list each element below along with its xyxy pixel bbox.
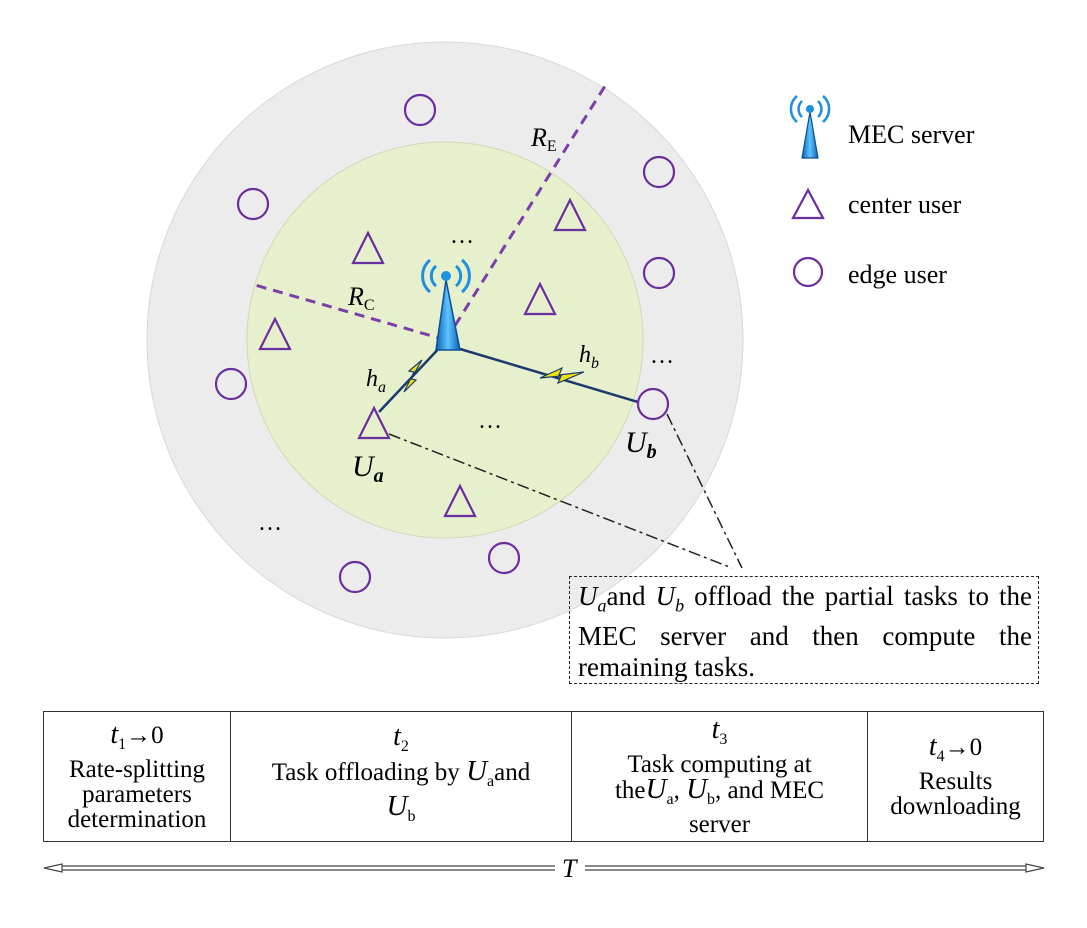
center-user-triangle-icon	[351, 230, 385, 265]
edge-user-circle-icon	[636, 387, 670, 421]
leader-line-ub	[666, 413, 743, 569]
legend: MEC server center user edge user	[789, 95, 975, 289]
legend-circle-icon	[792, 256, 824, 288]
phase-3-cell: t3 Task computing at theUa, Ub, and MEC …	[572, 712, 868, 841]
legend-center-label: center user	[848, 190, 962, 219]
channel-ha-label: ha	[366, 366, 386, 396]
link-to-ub	[449, 344, 639, 404]
phase-1-text: Rate-splitting parameters determination	[67, 755, 207, 833]
legend-triangle-icon	[791, 187, 825, 220]
center-user-triangle-icon	[357, 405, 391, 440]
edge-user-circle-icon	[338, 560, 372, 594]
phase-2-cell: t2 Task offloading by Uaand Ub	[231, 712, 572, 841]
channel-hb-label: hb	[579, 342, 599, 372]
ellipsis-bottom-left: …	[258, 510, 282, 536]
legend-tower-icon	[789, 95, 831, 159]
offload-note: Uaand Ub offload the partial tasks to th…	[569, 576, 1039, 684]
mec-server-tower-icon	[421, 258, 471, 351]
period-label: T	[562, 854, 578, 883]
edge-user-circle-icon	[403, 93, 437, 127]
edge-users	[214, 93, 676, 594]
ellipsis-middle: …	[478, 408, 502, 434]
user-ua-label: Ua	[352, 450, 384, 487]
period-arrow	[43, 863, 1045, 873]
edge-user-circle-icon	[487, 541, 521, 575]
timeline-table: t1→0 Rate-splitting parameters determina…	[43, 711, 1044, 842]
user-ub-label: Ub	[625, 426, 657, 463]
edge-user-circle-icon	[642, 256, 676, 290]
leader-line-ua	[388, 433, 733, 569]
center-users	[258, 197, 587, 518]
phase-4-cell: t4→0 Results downloading	[868, 712, 1043, 841]
lightning-bolt-a-icon	[403, 359, 423, 393]
note-text: offload the partial tasks to the MEC ser…	[578, 581, 1033, 683]
edge-user-circle-icon	[214, 367, 248, 401]
center-user-triangle-icon	[443, 483, 477, 518]
edge-user-circle-icon	[236, 187, 270, 221]
legend-server-label: MEC server	[848, 120, 975, 149]
ellipsis-right: …	[650, 343, 674, 369]
center-radius-label: RC	[347, 282, 375, 314]
center-user-triangle-icon	[553, 197, 587, 232]
legend-edge-label: edge user	[848, 260, 947, 289]
lightning-bolt-b-icon	[539, 366, 585, 385]
phase-4-text: Results downloading	[890, 768, 1021, 820]
ellipsis-top: …	[450, 223, 474, 249]
phase-1-cell: t1→0 Rate-splitting parameters determina…	[44, 712, 231, 841]
center-user-triangle-icon	[258, 316, 292, 351]
edge-user-circle-icon	[642, 155, 676, 189]
edge-radius-label: RE	[530, 123, 557, 155]
center-user-triangle-icon	[523, 281, 557, 316]
